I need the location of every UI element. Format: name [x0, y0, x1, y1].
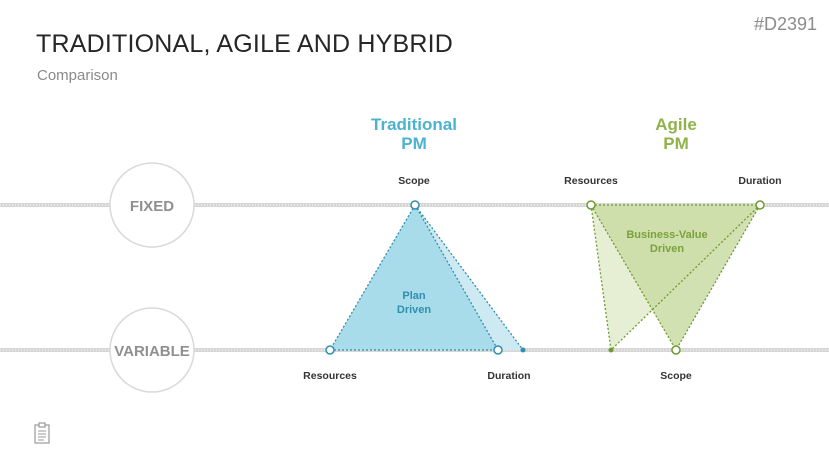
agile-scope-node	[671, 345, 681, 355]
traditional-scope-label: Scope	[398, 175, 430, 187]
agile-triangle	[586, 200, 765, 355]
clipboard-icon	[34, 422, 50, 444]
agile-resources-label: Resources	[564, 175, 618, 187]
agile-inner-line1: Business-Value	[626, 229, 707, 241]
traditional-heading-line1: Traditional	[371, 115, 457, 134]
agile-heading-line1: Agile	[655, 115, 697, 134]
agile-heading-line2: PM	[663, 134, 689, 153]
agile-scope-shift-node	[608, 347, 614, 353]
fixed-label: FIXED	[130, 198, 174, 215]
traditional-triangle	[325, 200, 526, 355]
traditional-resources-label: Resources	[303, 370, 357, 382]
traditional-inner-line2: Driven	[397, 304, 432, 316]
traditional-scope-node	[410, 200, 420, 210]
page-subtitle: Comparison	[37, 67, 118, 84]
agile-scope-label: Scope	[660, 370, 692, 382]
traditional-duration-node	[493, 345, 503, 355]
agile-resources-node	[586, 200, 596, 210]
variable-label: VARIABLE	[114, 343, 190, 360]
traditional-resources-node	[325, 345, 335, 355]
agile-duration-node	[755, 200, 765, 210]
variable-row-marker: VARIABLE	[109, 307, 195, 393]
slide-code: #D2391	[753, 14, 817, 34]
agile-inner-line2: Driven	[650, 243, 685, 255]
agile-duration-label: Duration	[738, 175, 781, 187]
traditional-duration-label: Duration	[487, 370, 530, 382]
page-title: TRADITIONAL, AGILE AND HYBRID	[36, 30, 454, 58]
traditional-inner-line1: Plan	[402, 290, 426, 302]
fixed-row-marker: FIXED	[109, 162, 195, 248]
traditional-duration-shift-node	[520, 347, 526, 353]
traditional-heading-line2: PM	[401, 134, 427, 153]
